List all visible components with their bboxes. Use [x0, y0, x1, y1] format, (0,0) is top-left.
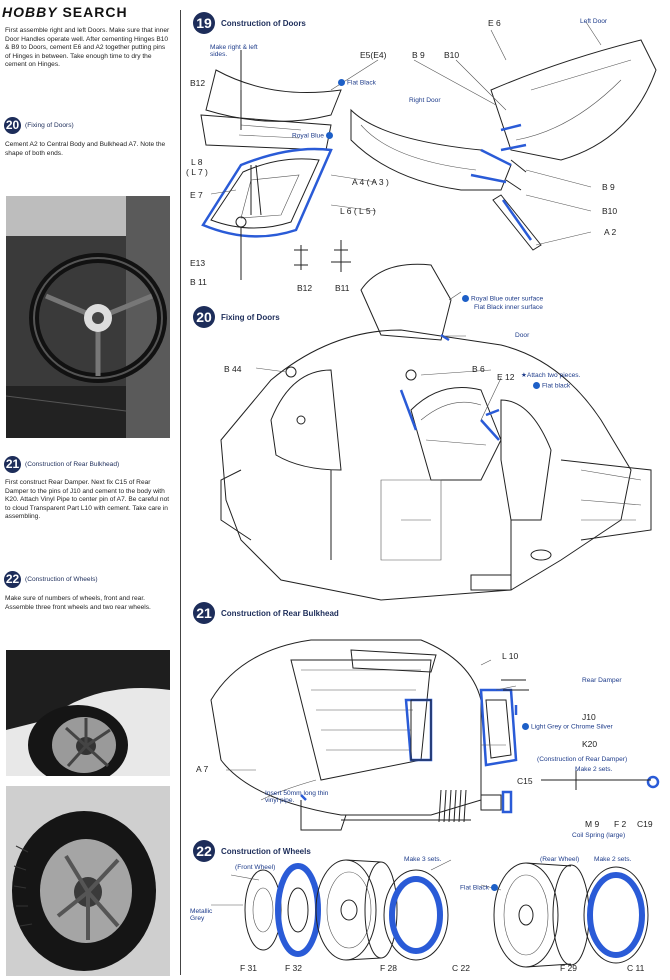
label-flat-black: Flat Black [338, 79, 376, 86]
label-c19: C19 [637, 819, 653, 829]
left-step-20-heading: 20(Fixing of Doors) [4, 117, 74, 134]
label-c15: C15 [517, 776, 533, 786]
label-metallic-grey: Metallic Grey [190, 908, 213, 922]
label-b6: B 6 [472, 364, 485, 374]
label-flat-black-inner: Flat Black inner surface [474, 304, 543, 311]
label-e13: E13 [190, 258, 206, 268]
label-k20: K20 [582, 739, 598, 749]
label-rear-wheel: (Rear Wheel) [540, 856, 580, 863]
label-b9: B 9 [602, 182, 615, 192]
intro-text: First assemble right and left Doors. Mak… [5, 27, 170, 69]
label-make-3: Make 3 sets. [404, 856, 442, 863]
label-b12: B12 [190, 78, 206, 88]
step-22-drawing [211, 859, 649, 968]
label-f32: F 32 [285, 963, 303, 973]
paint-dot-icon [462, 295, 469, 302]
left-step-22-text: Make sure of numbers of wheels, front an… [5, 595, 151, 611]
label-l6: L 6 ( L 5 ) [340, 206, 376, 216]
label-insert-pipe: Insert 50mm long thin vinyl pipe. [265, 790, 329, 804]
paint-dot-icon [338, 79, 345, 86]
label-royal-blue: Royal Blue [292, 132, 335, 139]
paint-dot-icon [490, 884, 498, 891]
label-c11: C 11 [627, 963, 645, 973]
label-rear-damper: Rear Damper [582, 677, 622, 684]
label-b44: B 44 [224, 364, 242, 374]
photo-front-wheel [6, 650, 170, 776]
label-make-2: Make 2 sets. [594, 856, 632, 863]
paint-dot-icon [522, 723, 529, 730]
label-l8: L 8 [191, 157, 203, 167]
label-door: Door [515, 332, 530, 339]
step-21-drawing [210, 639, 660, 831]
label-e7: E 7 [190, 190, 203, 200]
brand-logo: HOBBY SEARCH [2, 4, 128, 20]
label-e5: E5(E4) [360, 50, 387, 60]
label-royal-blue-outer: Royal Blue outer surface [462, 295, 543, 302]
label-f29: F 29 [560, 963, 578, 973]
label-front-wheel: (Front Wheel) [235, 864, 276, 871]
assembly-drawings [200, 21, 660, 968]
label-make-2-damper: Make 2 sets. [575, 766, 613, 773]
label-light-grey: Light Grey or Chrome Silver [522, 723, 613, 730]
label-b11-small: B11 [335, 283, 350, 293]
label-f2: F 2 [614, 819, 627, 829]
label-e6: E 6 [488, 18, 501, 28]
left-column: HOBBY SEARCH First assemble right and le… [0, 0, 176, 980]
left-step-21-heading: 21(Construction of Rear Bulkhead) [4, 456, 120, 473]
label-b12-small: B12 [297, 283, 313, 293]
label-flat-black-20: Flat black [533, 382, 570, 389]
left-step-21-text: First construct Rear Damper. Next fix C1… [5, 479, 170, 521]
label-make-both: Make right & left sides. [210, 44, 258, 58]
label-f31: F 31 [240, 963, 258, 973]
label-right-door: Right Door [409, 97, 441, 104]
column-divider [180, 10, 181, 975]
label-a4: A 4 ( A 3 ) [352, 177, 389, 187]
step-19-drawing [200, 21, 657, 280]
label-flat-black-22: Flat Black [460, 884, 500, 891]
label-e12: E 12 [497, 372, 515, 382]
label-f28: F 28 [380, 963, 398, 973]
label-l7: ( L 7 ) [186, 167, 208, 177]
label-b11: B 11 [190, 277, 207, 287]
left-step-22-heading: 22(Construction of Wheels) [4, 571, 98, 588]
label-b10-top: B10 [444, 50, 460, 60]
label-m9: M 9 [585, 819, 600, 829]
label-coil-spring: Coil Spring (large) [572, 832, 626, 839]
label-left-door: Left Door [580, 18, 608, 25]
label-const-damper: (Construction of Rear Damper) [537, 756, 628, 763]
label-b9-top: B 9 [412, 50, 425, 60]
label-l10: L 10 [502, 651, 519, 661]
step-20-drawing [220, 263, 652, 601]
photo-cockpit-steering-wheel [6, 196, 170, 438]
label-attach-two: ★Attach two pieces. [521, 372, 581, 379]
photo-rear-wheel [6, 786, 170, 976]
label-c22: C 22 [452, 963, 470, 973]
label-b10: B10 [602, 206, 618, 216]
label-a7: A 7 [196, 764, 209, 774]
label-j10: J10 [582, 712, 596, 722]
paint-dot-icon [325, 132, 333, 139]
label-a2: A 2 [604, 227, 617, 237]
left-step-20-text: Cement A2 to Central Body and Bulkhead A… [5, 141, 166, 157]
paint-dot-icon [533, 382, 540, 389]
